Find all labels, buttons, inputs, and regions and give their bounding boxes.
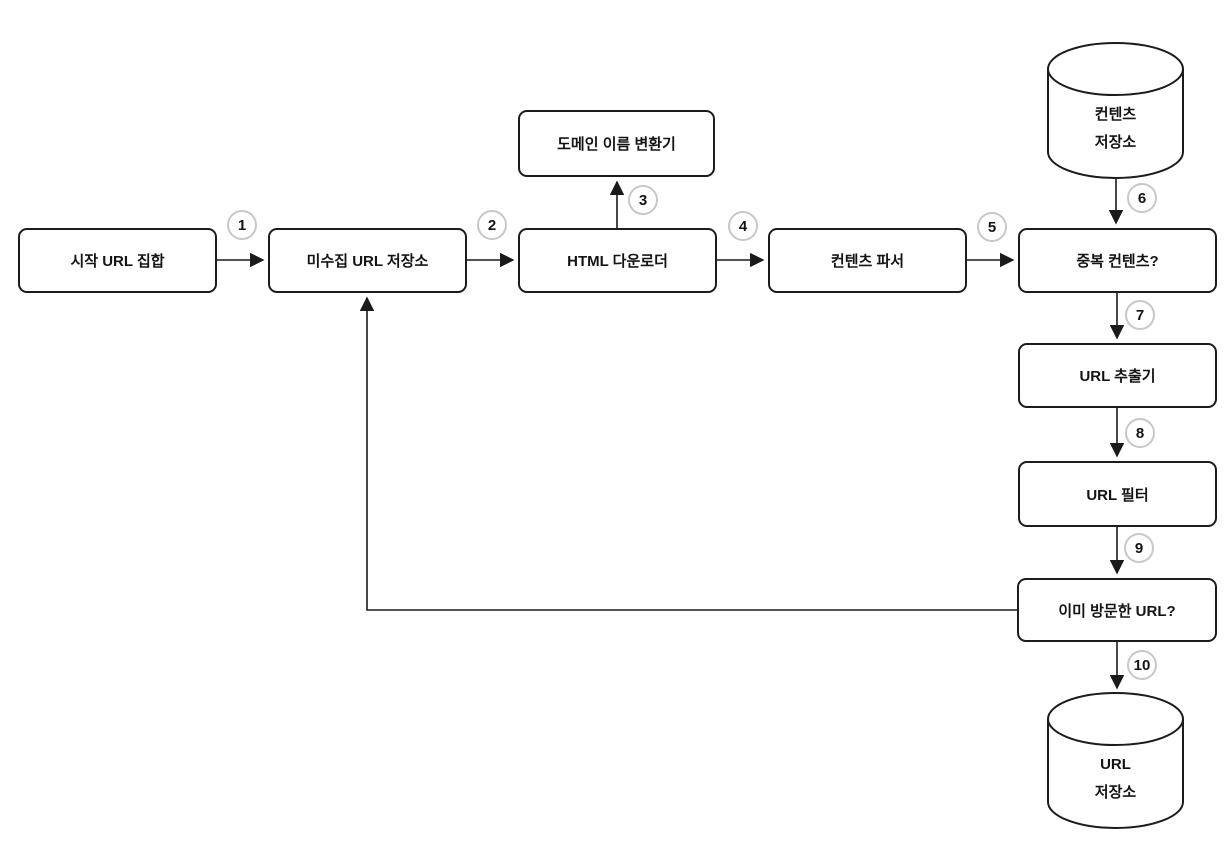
node-duplicate-content-check-label: 중복 컨텐츠? [1076, 253, 1159, 270]
content-storage-line1: 컨텐츠 [1094, 106, 1137, 124]
step-badge-10: 10 [1127, 650, 1157, 680]
node-dns-resolver: 도메인 이름 변환기 [518, 110, 715, 177]
node-html-downloader-label: HTML 다운로더 [567, 253, 668, 270]
step-badge-3: 3 [628, 185, 658, 215]
node-duplicate-content-check: 중복 컨텐츠? [1018, 228, 1217, 293]
step-badge-9: 9 [1124, 533, 1154, 563]
node-content-parser-label: 컨텐츠 파서 [830, 253, 905, 270]
node-url-filter: URL 필터 [1018, 461, 1217, 527]
node-visited-url-check: 이미 방문한 URL? [1017, 578, 1217, 642]
node-visited-url-check-label: 이미 방문한 URL? [1058, 602, 1176, 620]
step-badge-6: 6 [1127, 183, 1157, 213]
node-url-extractor: URL 추출기 [1018, 343, 1217, 408]
node-content-parser: 컨텐츠 파서 [768, 228, 967, 293]
node-url-filter-label: URL 필터 [1086, 486, 1149, 504]
edge-visited-to-frontier-feedback [359, 296, 1017, 611]
node-start-url-set-label: 시작 URL 집합 [70, 253, 165, 270]
node-content-storage-label: 컨텐츠 저장소 [1048, 84, 1183, 174]
content-storage-cylinder [1047, 42, 1184, 179]
node-dns-resolver-label: 도메인 이름 변환기 [557, 136, 676, 153]
url-storage-line2: 저장소 [1094, 784, 1137, 801]
node-url-storage-label: URL 저장소 [1048, 734, 1183, 824]
step-badge-5: 5 [977, 212, 1007, 242]
node-url-extractor-label: URL 추출기 [1079, 368, 1156, 385]
node-start-url-set: 시작 URL 집합 [18, 228, 217, 293]
node-html-downloader: HTML 다운로더 [518, 228, 717, 293]
node-url-frontier: 미수집 URL 저장소 [268, 228, 467, 293]
step-badge-1: 1 [227, 210, 257, 240]
url-storage-cylinder [1047, 692, 1184, 829]
step-badge-2: 2 [477, 210, 507, 240]
step-badge-7: 7 [1125, 300, 1155, 330]
node-url-frontier-label: 미수집 URL 저장소 [306, 253, 429, 270]
url-storage-line1: URL [1100, 756, 1131, 774]
step-badge-4: 4 [728, 211, 758, 241]
content-storage-line2: 저장소 [1094, 134, 1137, 151]
step-badge-8: 8 [1125, 418, 1155, 448]
